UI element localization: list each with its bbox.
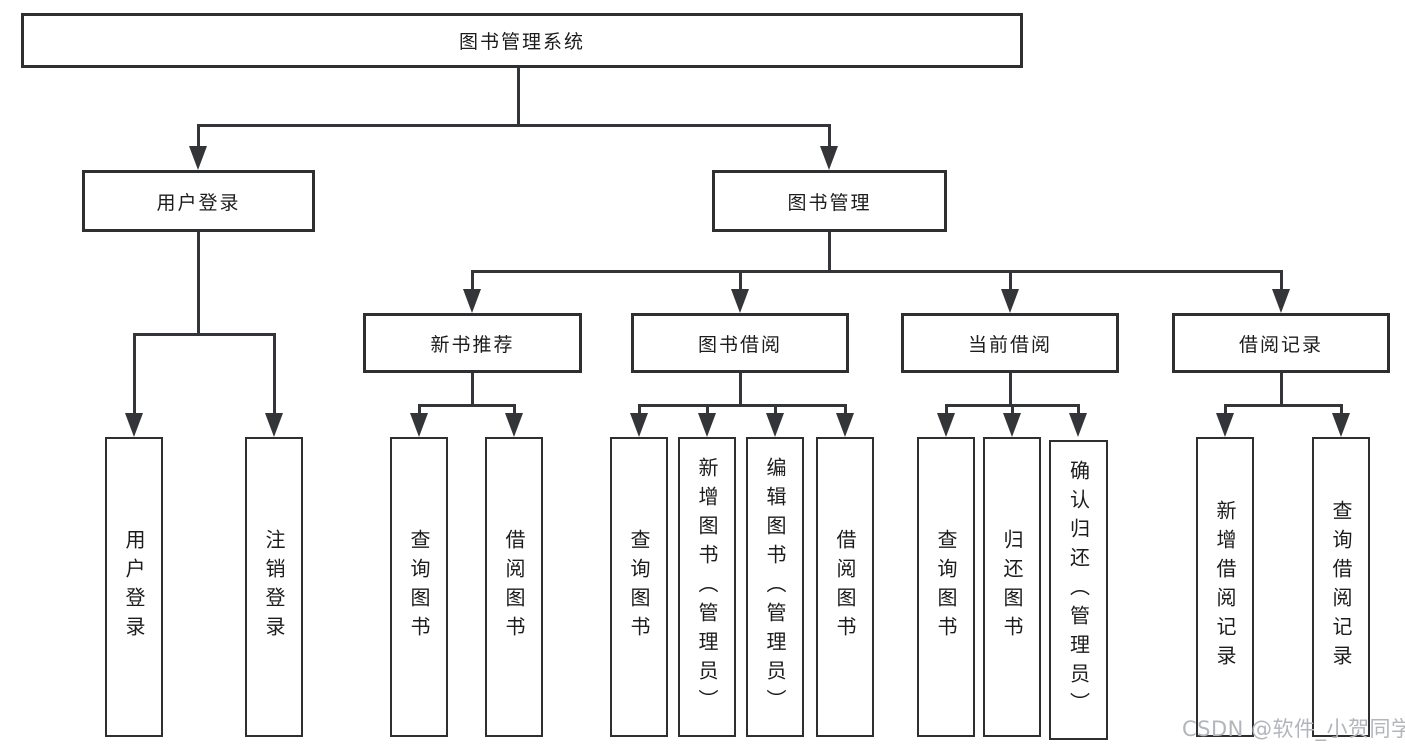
watermark: CSDN @软件_小贺同学: [1182, 717, 1405, 741]
leaf-nbr-query-books-label: 查询图书: [407, 529, 431, 645]
node-book-borrow-label: 图书借阅: [697, 333, 782, 356]
node-book-mgmt-label: 图书管理: [787, 191, 872, 214]
node-new-book-rec: 新书推荐: [363, 313, 582, 373]
node-root: 图书管理系统: [21, 13, 1023, 68]
node-current-borrow-label: 当前借阅: [967, 333, 1052, 356]
leaf-nbr-borrow-books: 借阅图书: [485, 437, 543, 737]
arrowhead-book-borrow: [731, 289, 749, 313]
arrowhead-new-book-rec: [463, 289, 481, 313]
leaf-br-add-record: 新增借阅记录: [1196, 437, 1254, 737]
leaf-bb-query-books-label: 查询图书: [627, 529, 651, 645]
connector-shaft-borrow-record: [1280, 270, 1283, 292]
connector-user-login-stem: [197, 232, 200, 336]
arrowhead-bb-borrow: [836, 413, 854, 437]
connector-nbr-stem: [471, 373, 474, 407]
leaf-nbr-borrow-books-label: 借阅图书: [502, 529, 526, 645]
leaf-cb-return-books-label: 归还图书: [1000, 529, 1024, 645]
leaf-logout-label: 注销登录: [262, 529, 286, 645]
arrowhead-cb-return: [1003, 413, 1021, 437]
connector-shaft-br-add: [1224, 404, 1227, 415]
connector-br-crossbar: [1224, 404, 1343, 407]
leaf-cb-query-books: 查询图书: [917, 437, 975, 737]
leaf-cb-confirm-return-admin-label: 确认归还（管理员）: [1066, 459, 1091, 721]
node-book-borrow: 图书借阅: [631, 313, 849, 373]
leaf-user-login: 用户登录: [105, 437, 163, 737]
connector-br-stem: [1280, 373, 1283, 407]
connector-shaft-cb-query: [945, 404, 948, 415]
connector-shaft-new-book-rec: [471, 270, 474, 292]
connector-shaft-cb-confirm: [1077, 404, 1080, 415]
arrowhead-cb-confirm: [1069, 413, 1087, 437]
node-book-mgmt: 图书管理: [712, 170, 947, 232]
connector-shaft-leaf-logout: [273, 333, 276, 414]
leaf-bb-add-books-admin: 新增图书（管理员）: [678, 437, 736, 737]
arrowhead-leaf-login: [125, 413, 143, 437]
connector-shaft-nbr-query: [418, 404, 421, 415]
connector-book-mgmt-stem: [828, 232, 831, 273]
connector-shaft-current-borrow: [1009, 270, 1012, 292]
arrowhead-cb-query: [937, 413, 955, 437]
leaf-bb-borrow-books: 借阅图书: [816, 437, 874, 737]
arrowhead-nbr-borrow: [505, 413, 523, 437]
connector-shaft-bb-borrow: [844, 404, 847, 415]
connector-shaft-bb-query: [638, 404, 641, 415]
leaf-bb-edit-books-admin: 编辑图书（管理员）: [746, 437, 804, 737]
connector-shaft-br-query: [1340, 404, 1343, 415]
leaf-logout: 注销登录: [245, 437, 303, 737]
leaf-br-add-record-label: 新增借阅记录: [1213, 500, 1237, 674]
leaf-bb-query-books: 查询图书: [610, 437, 668, 737]
node-borrow-record-label: 借阅记录: [1238, 333, 1323, 356]
arrowhead-book-mgmt: [820, 146, 838, 170]
node-root-label: 图书管理系统: [458, 31, 585, 53]
connector-user-login-crossbar: [133, 333, 276, 336]
connector-shaft-book-mgmt: [828, 124, 831, 150]
node-borrow-record: 借阅记录: [1172, 313, 1390, 373]
arrowhead-leaf-logout: [265, 413, 283, 437]
leaf-bb-borrow-books-label: 借阅图书: [833, 529, 857, 645]
arrowhead-br-add: [1216, 413, 1234, 437]
leaf-br-query-record: 查询借阅记录: [1312, 437, 1370, 737]
leaf-cb-query-books-label: 查询图书: [934, 529, 958, 645]
arrowhead-current-borrow: [1001, 289, 1019, 313]
leaf-br-query-record-label: 查询借阅记录: [1329, 500, 1353, 674]
arrowhead-bb-add: [698, 413, 716, 437]
connector-root-crossbar: [197, 124, 831, 127]
connector-shaft-user-login: [197, 124, 200, 150]
leaf-cb-confirm-return-admin: 确认归还（管理员）: [1049, 440, 1108, 740]
arrowhead-bb-query: [630, 413, 648, 437]
connector-bb-crossbar: [638, 404, 847, 407]
leaf-user-login-label: 用户登录: [122, 529, 146, 645]
node-user-login-label: 用户登录: [156, 191, 241, 214]
leaf-bb-add-books-admin-label: 新增图书（管理员）: [695, 456, 719, 718]
arrowhead-nbr-query: [410, 413, 428, 437]
connector-root-stem: [517, 68, 520, 126]
arrowhead-br-query: [1332, 413, 1350, 437]
leaf-cb-return-books: 归还图书: [983, 437, 1041, 737]
node-current-borrow: 当前借阅: [901, 313, 1119, 373]
connector-cb-stem: [1009, 373, 1012, 407]
connector-book-mgmt-crossbar: [471, 270, 1282, 273]
node-new-book-rec-label: 新书推荐: [430, 333, 515, 356]
connector-shaft-nbr-borrow: [513, 404, 516, 415]
arrowhead-borrow-record: [1272, 289, 1290, 313]
connector-shaft-bb-add: [706, 404, 709, 415]
connector-shaft-bb-edit: [774, 404, 777, 415]
node-user-login: 用户登录: [82, 170, 315, 232]
arrowhead-user-login: [189, 146, 207, 170]
connector-shaft-book-borrow: [739, 270, 742, 292]
leaf-bb-edit-books-admin-label: 编辑图书（管理员）: [763, 456, 787, 718]
connector-shaft-leaf-login: [133, 333, 136, 414]
arrowhead-bb-edit: [766, 413, 784, 437]
connector-shaft-cb-return: [1011, 404, 1014, 415]
connector-bb-stem: [739, 373, 742, 407]
connector-nbr-crossbar: [418, 404, 516, 407]
leaf-nbr-query-books: 查询图书: [390, 437, 448, 737]
